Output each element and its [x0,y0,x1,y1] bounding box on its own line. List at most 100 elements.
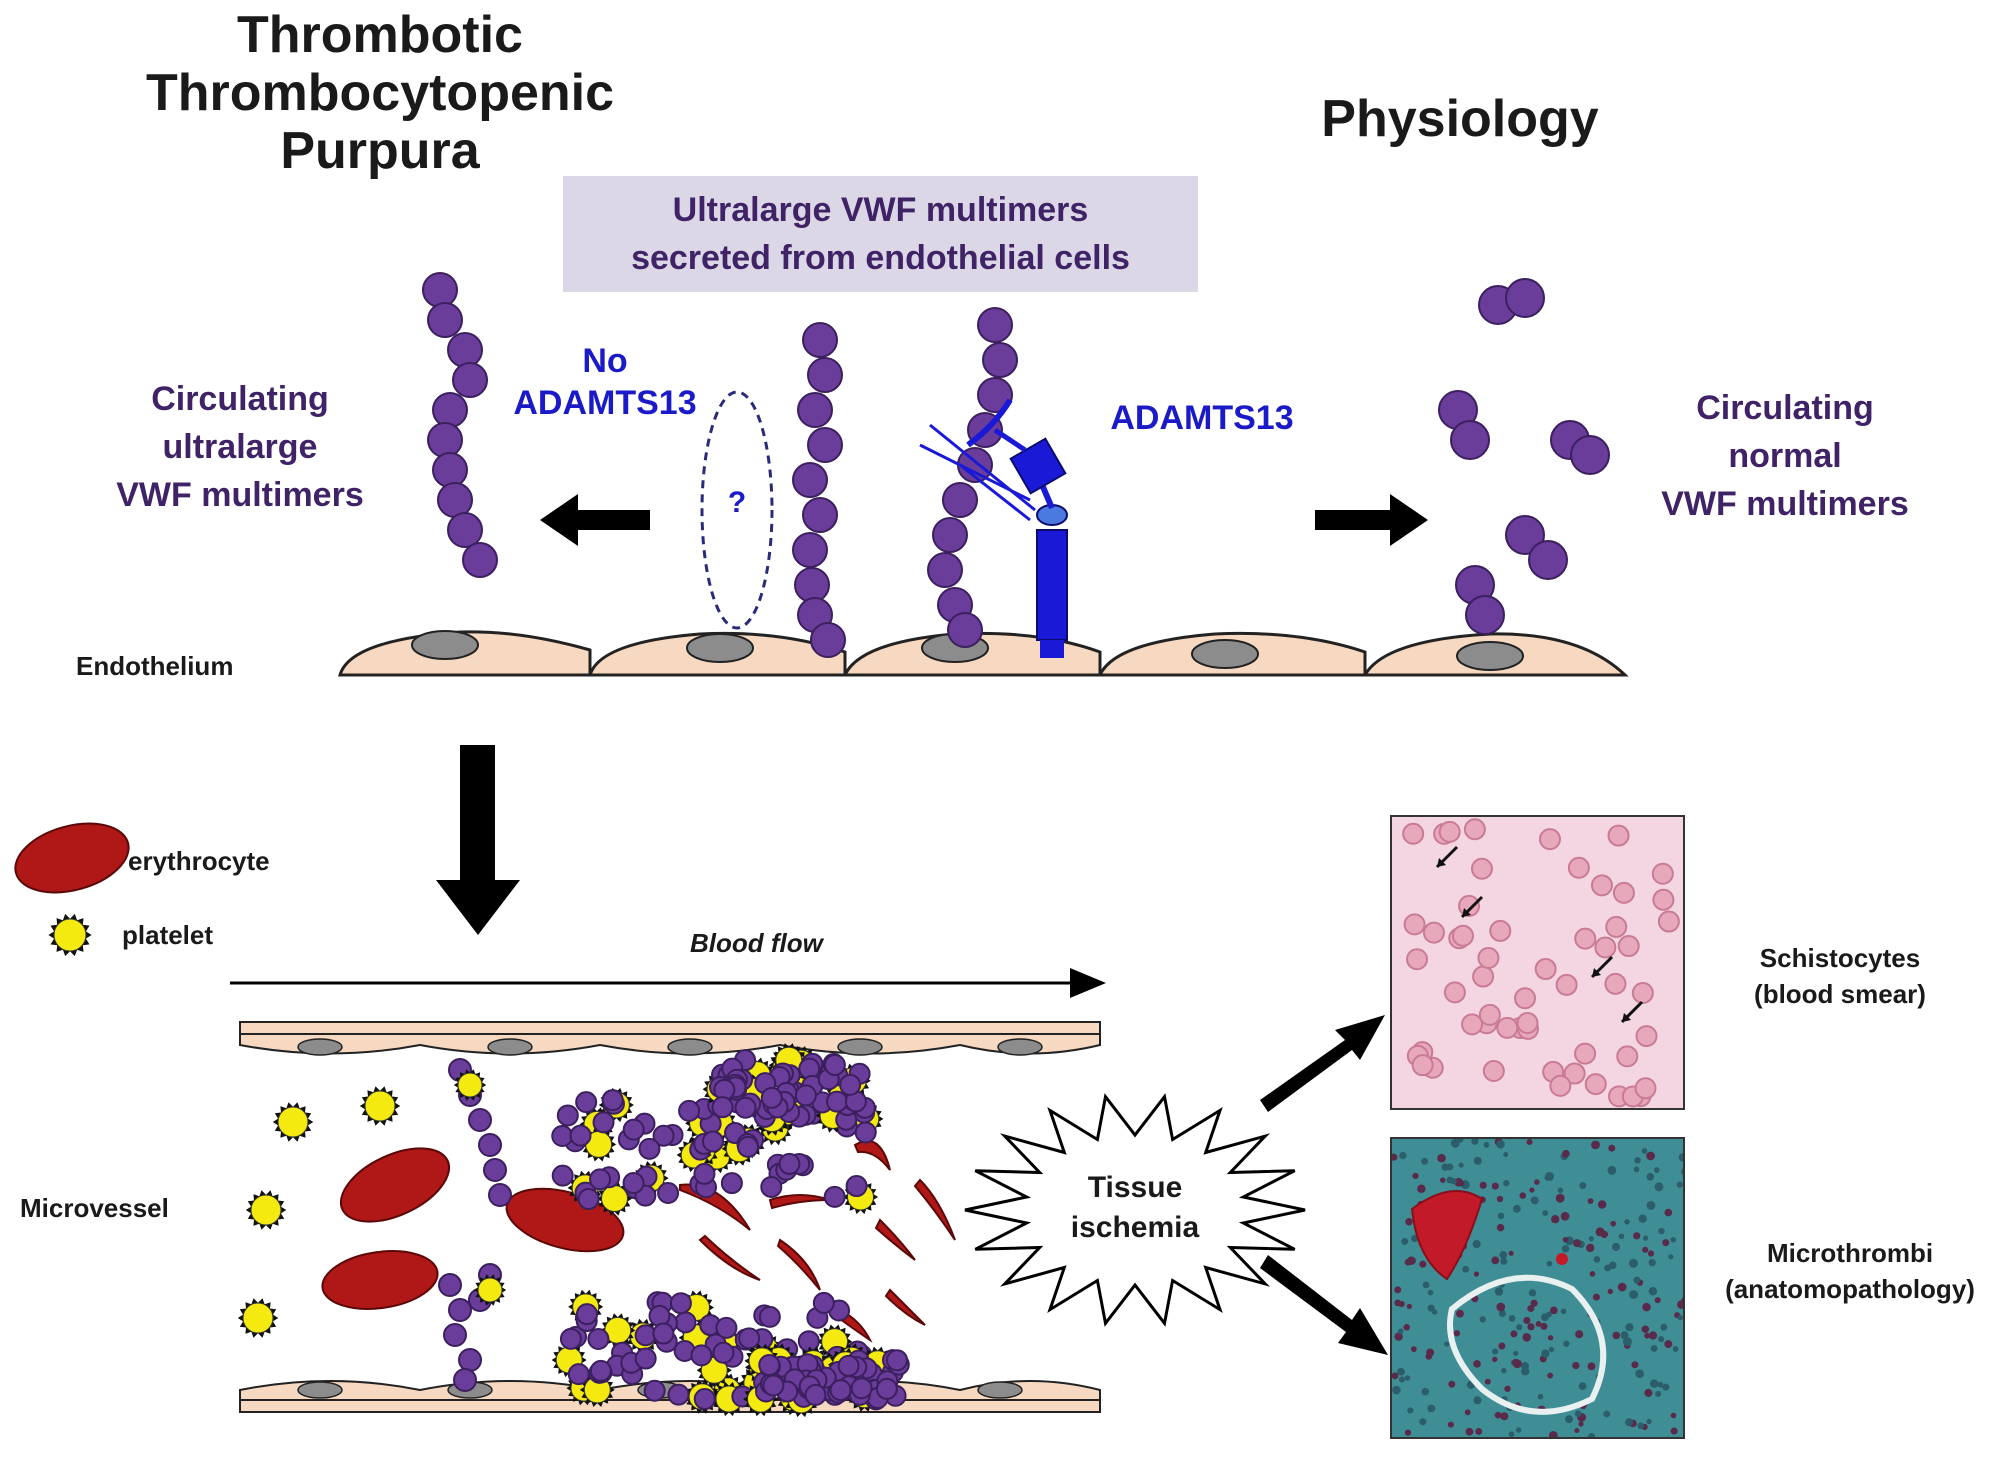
tissue-nucleus [1494,1411,1502,1419]
tissue-nucleus [1406,1303,1413,1309]
tissue-nucleus [1407,1407,1414,1414]
vwf-bead [437,482,473,518]
tissue-nucleus [1560,1211,1570,1221]
tissue-nucleus [1624,1219,1630,1225]
tissue-nucleus [1519,1192,1527,1199]
tissue-vessel-wall [1447,1274,1607,1415]
tissue-nucleus [1523,1316,1531,1325]
platelet [245,1190,287,1230]
tissue-nucleus [1597,1200,1607,1209]
smear-cell [1402,822,1425,845]
tissue-nucleus [1426,1348,1435,1357]
vwf-bead [837,1354,860,1377]
microthrombus [1556,1253,1568,1265]
tissue-nucleus [1527,1305,1535,1313]
tissue-nucleus [1648,1287,1658,1296]
tissue-nucleus [1574,1410,1582,1417]
tissue-nucleus [1403,1323,1410,1331]
tissue-nucleus [1398,1376,1405,1383]
tissue-nucleus [1427,1289,1434,1296]
tissue-nucleus [1530,1299,1538,1307]
platelet [359,1086,401,1126]
smear-cell [1516,1012,1539,1035]
vwf-bead [488,1183,512,1207]
adamts13-label: ADAMTS13 [1110,399,1294,437]
tissue-nucleus [1677,1300,1683,1309]
tissue-nucleus [1492,1356,1498,1363]
tissue-nucleus [1653,1167,1660,1173]
tissue-nucleus [1530,1196,1539,1205]
tissue-nucleus [1537,1393,1544,1400]
tissue-nucleus [1549,1306,1558,1315]
tissue-nucleus [1498,1309,1507,1318]
smear-cell [1607,824,1630,847]
tissue-nucleus [1625,1323,1634,1332]
tissue-nucleus [1677,1314,1683,1321]
tissue-nucleus [1446,1176,1454,1184]
tissue-nucleus [1555,1193,1565,1203]
vwf-bead [762,1374,785,1397]
vwf-bead [622,1172,645,1195]
smear-cell [1563,1062,1586,1085]
tissue-nucleus [1593,1256,1601,1263]
vwf-bead [678,1099,701,1122]
tissue-nucleus [1555,1436,1557,1437]
smear-cell [1605,915,1628,938]
nucleus [411,630,479,660]
vwf-bead [427,302,463,338]
smear-cell [1463,818,1486,841]
tissue-nucleus [1394,1299,1402,1307]
microthrombi-histology-image [1390,1137,1685,1439]
nucleus [686,633,754,663]
tissue-nucleus [1618,1233,1625,1240]
vwf-bead [693,1388,716,1411]
tissue-nucleus [1534,1179,1540,1185]
circulating-normal-label: Circulating normal VWF multimers [1661,389,1909,523]
smear-cell [1470,857,1493,880]
vwf-bead [736,1135,759,1158]
smear-cell [1489,919,1512,942]
tissue-nucleus [1646,1172,1655,1181]
vwf-bead [701,1130,724,1153]
platelet [453,1069,487,1101]
vwf-bead [854,1121,877,1144]
tissue-nucleus [1464,1409,1471,1416]
microthrombus [1410,1190,1484,1281]
tissue-ischemia-label: Tissue ischemia [1070,1171,1200,1244]
smear-cell [1451,924,1474,947]
vwf-bead [447,332,483,368]
vwf-bead [712,1341,735,1364]
vwf-bead [569,1124,592,1147]
smear-cell [1657,910,1680,933]
vwf-bead [577,1188,600,1211]
tissue-nucleus [1422,1281,1430,1289]
tissue-nucleus [1611,1242,1621,1252]
tissue-nucleus [1458,1162,1464,1168]
secretion-banner [563,176,1198,292]
tissue-nucleus [1472,1240,1481,1249]
vwf-bead [823,1185,846,1208]
tissue-nucleus [1644,1332,1651,1339]
smear-cell [1443,981,1466,1004]
smear-cell [1651,862,1674,885]
smear-cell [1617,935,1640,958]
tissue-nucleus [1503,1180,1510,1187]
vwf-bead [977,377,1013,413]
smear-cell [1631,981,1654,1004]
smear-cell [1403,913,1426,936]
vwf-bead [715,1316,738,1339]
physiology-title: Physiology [1321,90,1599,148]
smear-cell [1534,958,1557,981]
tissue-nucleus [1670,1236,1677,1243]
tissue-nucleus [1608,1261,1617,1270]
smear-cell [1461,1013,1484,1036]
tissue-nucleus [1588,1236,1594,1242]
vwf-bead [462,542,498,578]
vwf-bead [575,1091,598,1114]
tissue-nucleus [1548,1430,1558,1437]
tissue-nucleus [1491,1182,1499,1190]
tissue-nucleus [1503,1152,1509,1158]
tissue-nucleus [1429,1405,1436,1412]
vwf-bead [760,1086,783,1109]
